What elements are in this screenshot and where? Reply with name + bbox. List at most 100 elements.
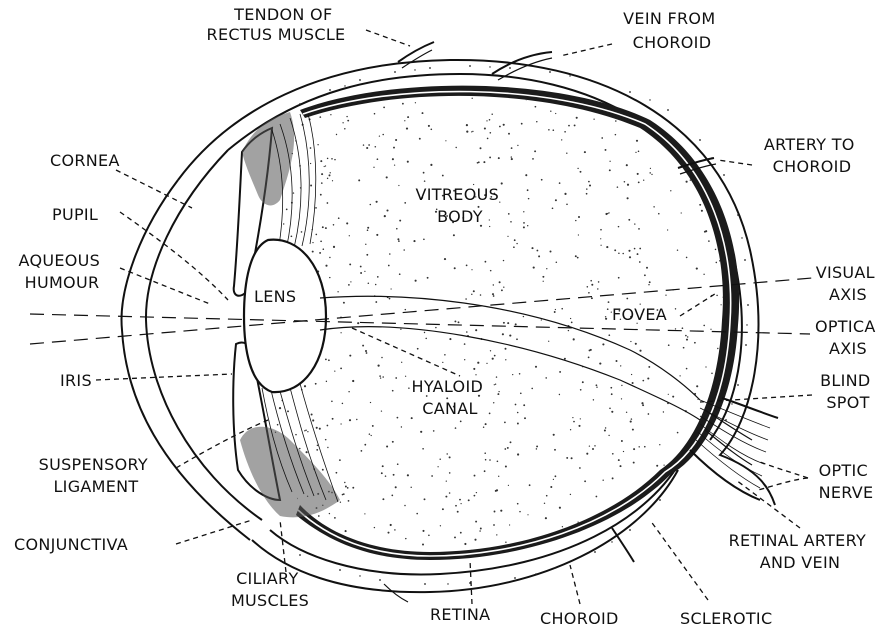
- vitreous-dot: [374, 113, 376, 115]
- vitreous-dot: [287, 410, 289, 412]
- vitreous-dot: [334, 97, 336, 99]
- vitreous-dot: [632, 382, 634, 384]
- vitreous-dot: [614, 101, 616, 103]
- vitreous-dot: [602, 343, 604, 345]
- vitreous-dot: [349, 355, 351, 357]
- vitreous-dot: [454, 320, 456, 322]
- vitreous-dot: [260, 527, 261, 528]
- vitreous-dot: [505, 465, 507, 467]
- vitreous-dot: [589, 445, 590, 446]
- vitreous-dot: [466, 124, 468, 126]
- vitreous-dot: [337, 291, 338, 292]
- vitreous-dot: [460, 532, 462, 534]
- bottom-vessel: [612, 528, 634, 562]
- vitreous-dot: [681, 212, 682, 213]
- vitreous-dot: [686, 339, 688, 341]
- vitreous-dot: [696, 268, 698, 270]
- vitreous-dot: [389, 253, 391, 255]
- vitreous-dot: [599, 363, 601, 365]
- vitreous-dot: [536, 250, 538, 252]
- vitreous-dot: [444, 354, 446, 356]
- vitreous-dot: [571, 322, 573, 324]
- vitreous-dot: [607, 213, 608, 214]
- vitreous-dot: [634, 223, 635, 224]
- vitreous-dot: [709, 462, 711, 464]
- vitreous-dot: [445, 496, 447, 498]
- vitreous-dot: [627, 184, 629, 186]
- vitreous-dot: [352, 487, 354, 489]
- vitreous-dot: [477, 362, 479, 364]
- vitreous-dot: [320, 194, 322, 196]
- vitreous-dot: [568, 125, 570, 127]
- vitreous-dot: [512, 374, 513, 375]
- vitreous-dot: [425, 338, 427, 340]
- vitreous-dot: [613, 519, 615, 521]
- vitreous-dot: [618, 459, 620, 461]
- vitreous-dot: [637, 253, 639, 255]
- vitreous-dot: [449, 338, 451, 340]
- vitreous-dot: [349, 263, 351, 265]
- vitreous-dot: [428, 535, 430, 537]
- vitreous-dot: [517, 412, 519, 414]
- vitreous-dot: [495, 384, 496, 385]
- vitreous-dot: [536, 445, 538, 447]
- label-artery: ARTERY TO CHOROID: [764, 135, 860, 176]
- vitreous-dot: [705, 366, 706, 367]
- vitreous-dot: [559, 371, 561, 373]
- vitreous-dot: [457, 511, 459, 513]
- vitreous-dot: [519, 373, 521, 375]
- label-hyaloid: HYALOID CANAL: [412, 377, 489, 418]
- vitreous-dot: [505, 348, 507, 350]
- vitreous-dot: [627, 197, 629, 199]
- vitreous-dot: [494, 355, 496, 357]
- vitreous-dot: [597, 288, 598, 289]
- vitreous-dot: [675, 328, 676, 329]
- vitreous-dot: [361, 450, 363, 452]
- vitreous-dot: [343, 302, 345, 304]
- vitreous-dot: [584, 480, 586, 482]
- vitreous-dot: [649, 172, 651, 174]
- vitreous-dot: [517, 503, 519, 505]
- vitreous-dot: [270, 540, 272, 542]
- vitreous-dot: [471, 269, 472, 270]
- vitreous-dot: [725, 524, 727, 526]
- vitreous-dot: [596, 384, 598, 386]
- vitreous-dot: [322, 226, 324, 228]
- vitreous-dot: [682, 327, 684, 329]
- vitreous-dot: [663, 464, 664, 465]
- vitreous-dot: [480, 294, 482, 296]
- vitreous-dot: [440, 525, 441, 526]
- vitreous-dot: [357, 322, 359, 324]
- vitreous-dot: [605, 427, 606, 428]
- vitreous-dot: [475, 521, 477, 523]
- vitreous-dot: [394, 529, 396, 531]
- vitreous-dot: [381, 357, 383, 359]
- vitreous-dot: [489, 226, 490, 227]
- vitreous-dot: [686, 181, 688, 183]
- vitreous-dot: [319, 252, 321, 254]
- vitreous-dot: [544, 503, 545, 504]
- vitreous-dot: [608, 212, 609, 213]
- vitreous-dot: [687, 336, 688, 337]
- vitreous-dot: [556, 262, 558, 264]
- vitreous-dot: [492, 293, 494, 295]
- vitreous-dot: [372, 425, 374, 427]
- vitreous-dot: [715, 249, 717, 251]
- vitreous-dot: [711, 499, 713, 501]
- vitreous-dot: [416, 513, 418, 515]
- vitreous-dot: [370, 402, 371, 403]
- vitreous-dot: [570, 494, 571, 495]
- vitreous-dot: [453, 234, 455, 236]
- vitreous-dot: [593, 399, 594, 400]
- vitreous-dot: [398, 240, 400, 242]
- vitreous-dot: [286, 538, 287, 539]
- vitreous-dot: [688, 518, 690, 520]
- vitreous-dot: [639, 350, 641, 352]
- vitreous-dot: [629, 550, 630, 551]
- vitreous-dot: [490, 350, 491, 351]
- vitreous-dot: [382, 465, 384, 467]
- vitreous-dot: [621, 385, 622, 386]
- vitreous-dot: [401, 426, 402, 427]
- vitreous-dot: [491, 113, 492, 114]
- vitreous-dot: [370, 204, 372, 206]
